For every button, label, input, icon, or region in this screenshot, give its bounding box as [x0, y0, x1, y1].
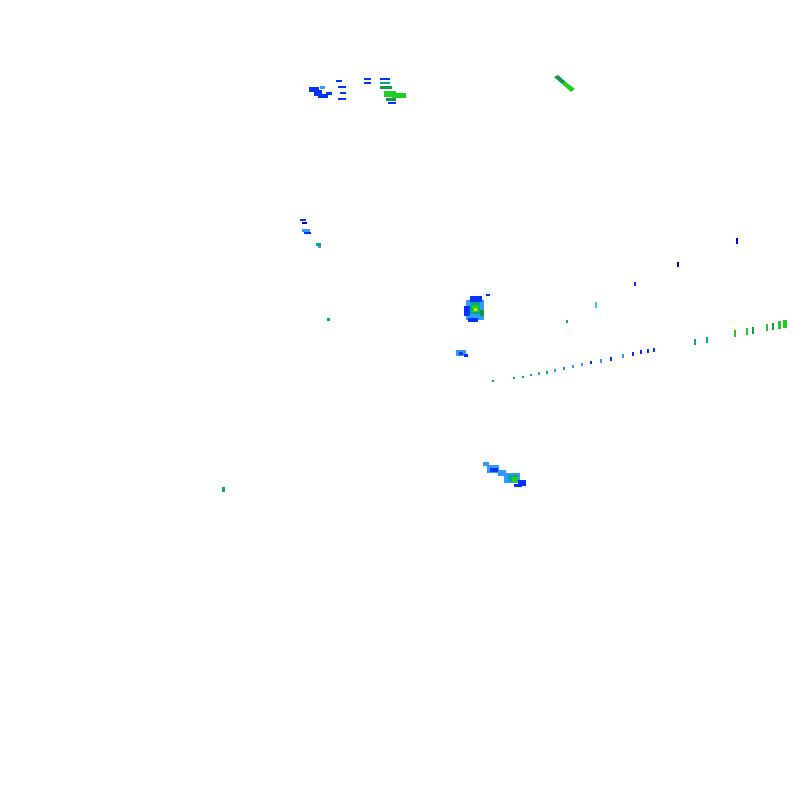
- radar-beam-artifact-upper: [566, 238, 738, 323]
- precip-echo-cluster-west: [222, 219, 330, 492]
- precip-echo-central-cell: [456, 294, 490, 357]
- precip-echo-cluster-north-west: [309, 78, 406, 104]
- precip-echo-streak-north-east: [554, 75, 575, 92]
- radar-beam-artifact-lower: [492, 320, 787, 382]
- precip-echo-south-cell: [483, 462, 526, 487]
